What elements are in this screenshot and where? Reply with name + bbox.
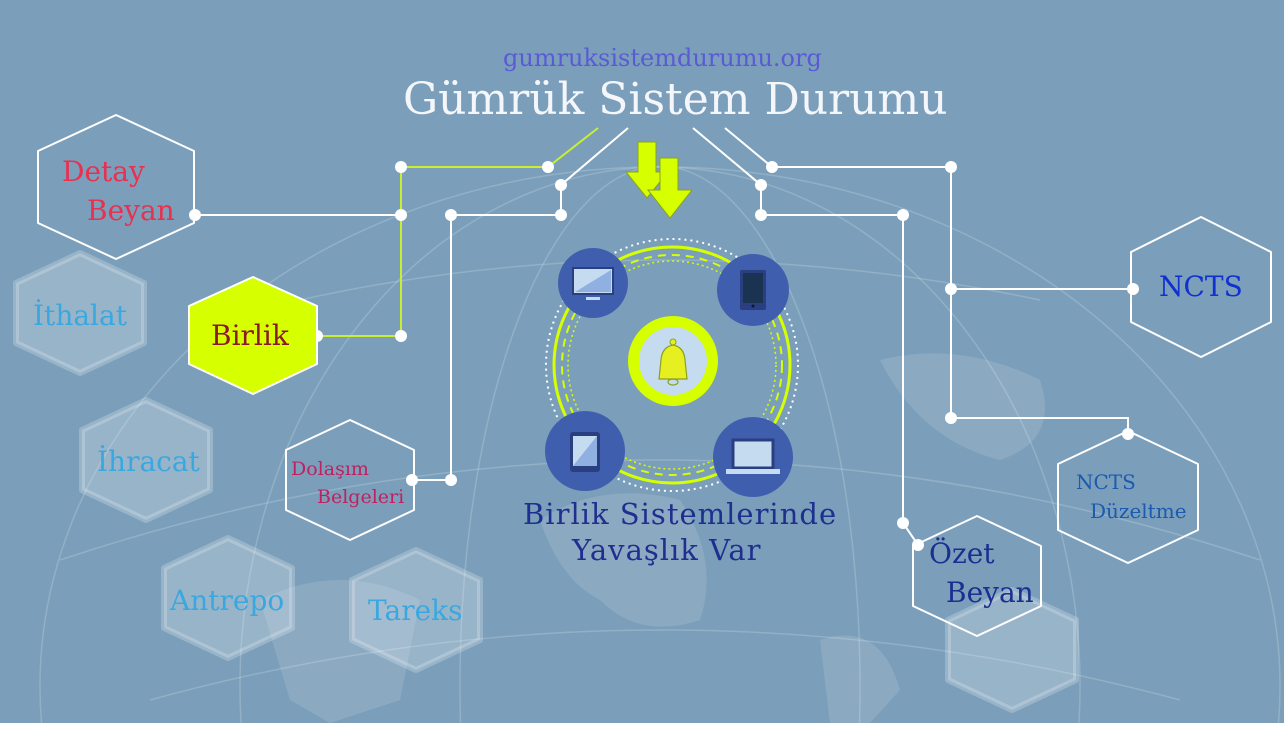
status-line1: Birlik Sistemlerinde xyxy=(523,497,838,531)
antrepo-label: Antrepo xyxy=(170,584,285,617)
desktop-icon xyxy=(558,248,628,318)
hex-ithalat[interactable] xyxy=(13,250,147,376)
hex-bottom-right xyxy=(945,587,1079,713)
detay-beyan-line1: Detay xyxy=(62,155,145,188)
tablet-icon xyxy=(545,411,625,491)
tareks-label: Tareks xyxy=(368,594,463,627)
ihracat-label: İhracat xyxy=(97,445,200,478)
dolasim-line2: Belgeleri xyxy=(317,486,405,508)
hex-tareks[interactable] xyxy=(349,547,483,673)
hex-detay-beyan[interactable] xyxy=(37,114,195,260)
status-line2: Yavaşlık Var xyxy=(572,533,762,567)
hex-birlik[interactable] xyxy=(188,276,318,395)
hex-ncts-duzeltme[interactable] xyxy=(1057,430,1199,564)
continents xyxy=(260,353,1045,723)
hex-antrepo[interactable] xyxy=(161,535,295,661)
ncts-duzeltme-line2: Düzeltme xyxy=(1090,499,1187,523)
ozet-beyan-line1: Özet xyxy=(929,537,995,570)
bell-icon xyxy=(628,316,718,406)
dolasim-line1: Dolaşım xyxy=(291,458,369,480)
ncts-duzeltme-line1: NCTS xyxy=(1076,470,1136,494)
ncts-label: NCTS xyxy=(1159,270,1243,303)
laptop-icon xyxy=(713,417,793,497)
phone-icon xyxy=(717,254,789,326)
site-url[interactable]: gumruksistemdurumu.org xyxy=(503,44,822,72)
status-ring xyxy=(545,238,799,492)
detay-beyan-line2: Beyan xyxy=(87,194,175,227)
hex-ncts[interactable] xyxy=(1130,216,1272,358)
hex-dolasim[interactable] xyxy=(285,419,415,541)
dolasim-connector xyxy=(412,127,629,481)
bottom-strip xyxy=(0,723,1284,731)
ithalat-label: İthalat xyxy=(33,299,127,332)
hexagons xyxy=(13,114,1272,713)
down-arrow-icon xyxy=(624,141,694,219)
page-title: Gümrük Sistem Durumu xyxy=(403,74,948,125)
birlik-label: Birlik xyxy=(211,319,289,352)
hex-ihracat[interactable] xyxy=(79,397,213,523)
hex-ozet-beyan[interactable] xyxy=(912,515,1042,637)
ozet-beyan-line2: Beyan xyxy=(946,576,1034,609)
